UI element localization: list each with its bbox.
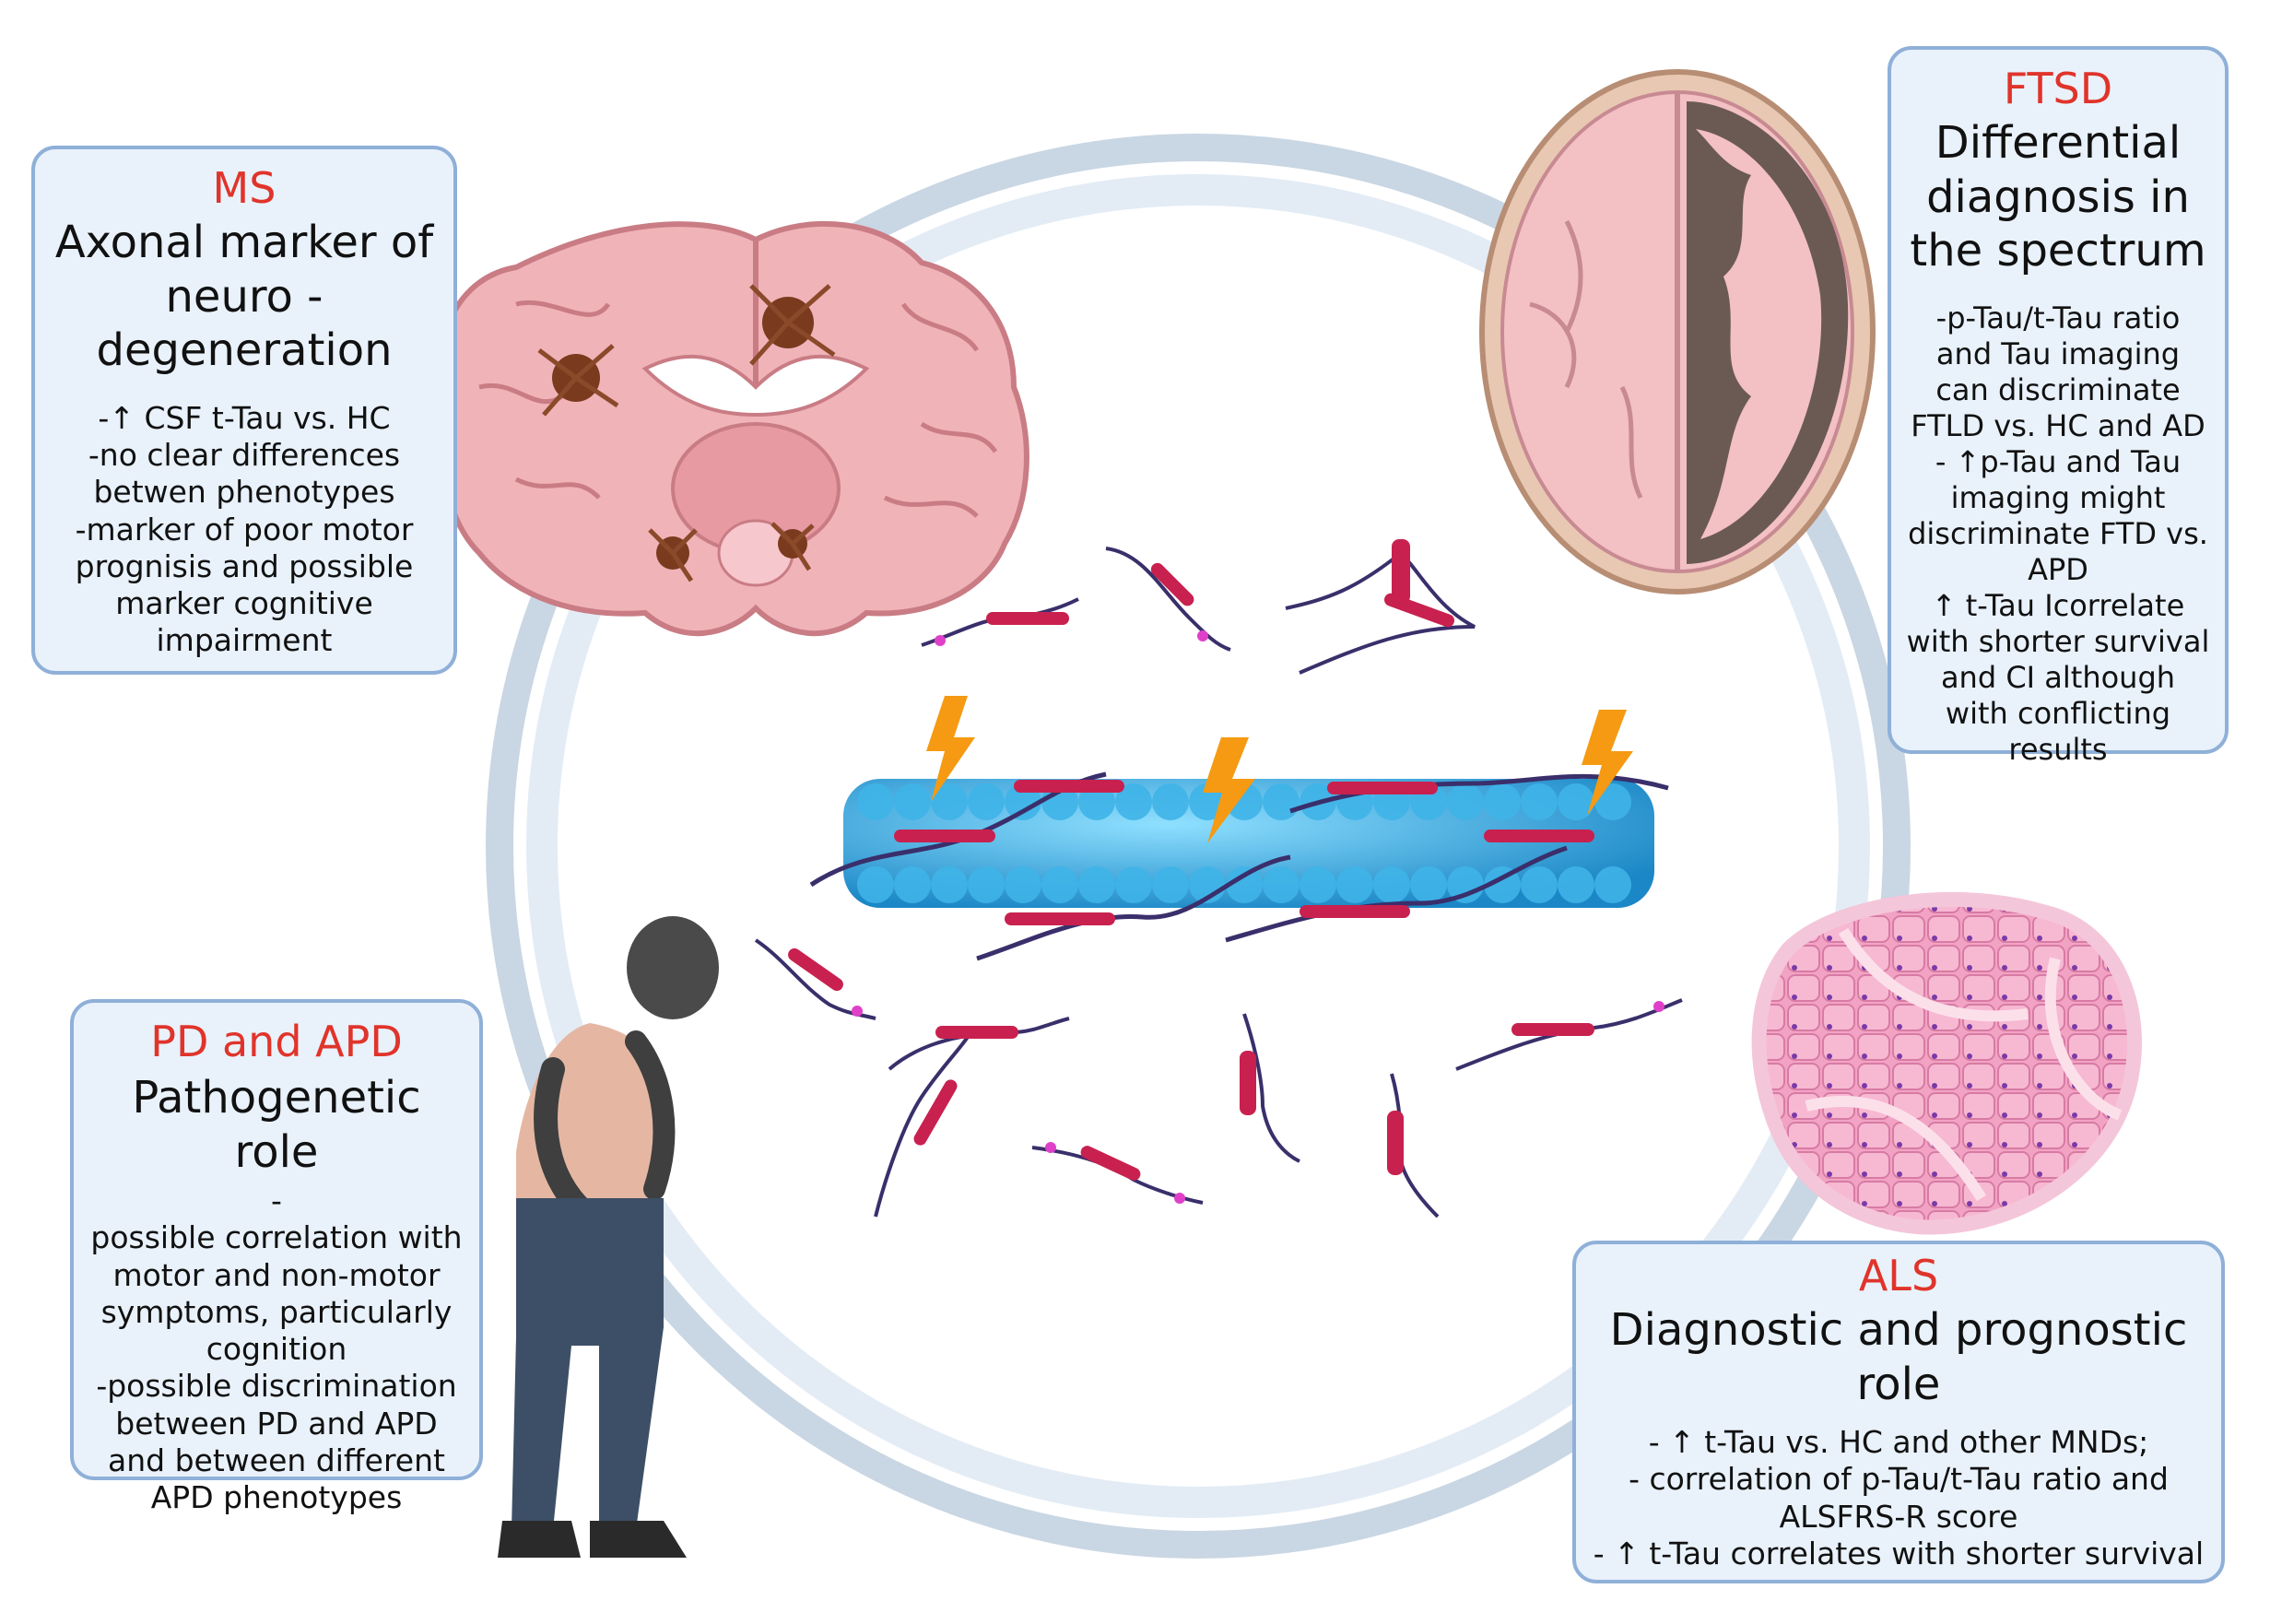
disease-label-ms: MS [212,163,276,213]
panel-als: ALS Diagnostic and prognostic role - ↑ t… [1572,1241,2225,1583]
panel-pd-apd: PD and APD Pathogenetic role - possible … [70,999,483,1515]
elderly-person [498,916,719,1558]
detail-item: -possible discrimination between PD and … [96,1368,457,1516]
disease-label-pd: PD and APD [150,1017,403,1066]
details-ftsd: -p-Tau/t-Tau ratio and Tau imaging can d… [1906,300,2210,768]
details-pd: - possible correlation with motor and no… [88,1183,465,1516]
disease-label-ftsd: FTSD [2003,64,2113,113]
outer-ring [486,134,1911,1559]
role-title-als: Diagnostic and prognostic role [1609,1304,2188,1410]
detail-item: - ↑p-Tau and Tau imaging might discrimin… [1908,443,2208,587]
detail-item: - correlation of p-Tau/t-Tau ratio and A… [1629,1461,2169,1535]
free-tau-fragments [754,539,1683,1218]
detail-item: -marker of poor motor prognisis and poss… [75,511,414,659]
detail-item: -no clear differences betwen phenotypes [88,437,401,511]
microtubule [809,771,1669,961]
brain-axial-section [1479,69,1876,594]
detail-item: -p-Tau/t-Tau ratio and Tau imaging can d… [1911,300,2205,443]
disease-label-als: ALS [1858,1251,1939,1300]
role-title-ftsd: Differential diagnosis in the spectrum [1910,117,2206,277]
muscle-cross-section [1751,891,2142,1235]
lightning-bolt-icon [926,696,1633,843]
panel-ftsd: FTSD Differential diagnosis in the spect… [1888,46,2229,767]
detail-item: possible correlation with motor and non-… [90,1219,463,1368]
brain-coronal-section [436,220,1029,637]
detail-item: - ↑ t-Tau vs. HC and other MNDs; [1648,1424,2149,1461]
detail-item: ↑ t-Tau Icorrelate with shorter survival… [1906,588,2210,768]
role-title-pd: Pathogenetic role [132,1072,421,1178]
detail-item: - ↑ t-Tau correlates with shorter surviv… [1593,1535,2205,1571]
details-ms: -↑ CSF t-Tau vs. HC -no clear difference… [50,400,439,660]
details-als: - ↑ t-Tau vs. HC and other MNDs; - corre… [1591,1424,2206,1572]
role-title-ms: Axonal marker of neuro -degeneration [54,217,434,377]
detail-item: - [271,1183,282,1219]
detail-item: -↑ CSF t-Tau vs. HC [98,399,391,436]
panel-ms: MS Axonal marker of neuro -degeneration … [31,146,457,675]
